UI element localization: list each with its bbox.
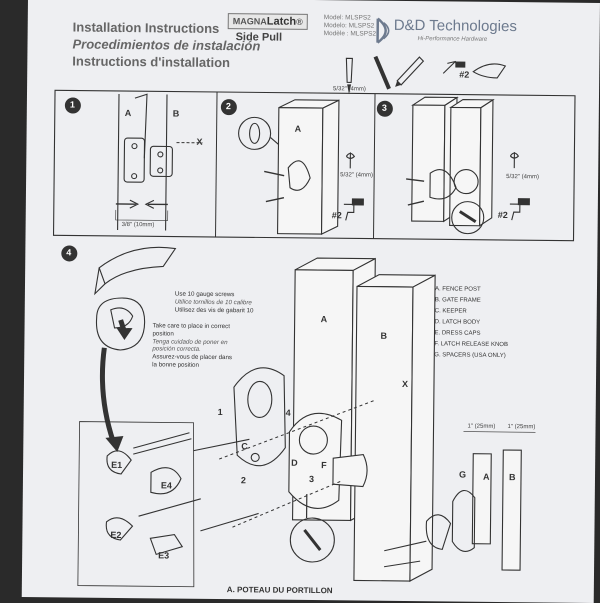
line-art xyxy=(52,17,576,588)
care-note-en: Take care to place in correct position xyxy=(152,322,231,338)
care-note: Take care to place in correct position T… xyxy=(152,322,236,369)
step4-illustration xyxy=(77,246,536,588)
frame-divider-1 xyxy=(215,91,218,237)
step1-illustration xyxy=(115,93,203,231)
care-note-fr: Assurez-vous de placer dans la bonne pos… xyxy=(152,353,233,369)
dd-logo-icon xyxy=(376,17,390,44)
legend-item: B. GATE FRAME xyxy=(434,297,481,304)
screws-note: Use 10 gauge screws Utilice tornillos de… xyxy=(175,291,254,315)
screws-note-fr: Utilisez des vis de gabarit 10 xyxy=(174,306,254,314)
step3-driver: #2 xyxy=(497,209,508,221)
part-label-x: X xyxy=(401,378,409,390)
part-number-1: 1 xyxy=(217,407,223,418)
parts-legend: A. FENCE POST B. GATE FRAME C. KEEPER D.… xyxy=(434,284,508,362)
part-label-b-small: B xyxy=(508,472,516,483)
part-label-b: B xyxy=(380,330,388,341)
frame-divider-2 xyxy=(373,93,376,239)
step2-badge xyxy=(220,99,237,116)
utility-knife-icon xyxy=(472,63,507,79)
step1-gap: 3/8" (10mm) xyxy=(121,221,155,229)
step1-label-b: B xyxy=(172,108,180,119)
step1-label-x: X xyxy=(196,136,203,147)
pencil-icon xyxy=(395,56,425,87)
part-label-e2: E2 xyxy=(110,529,122,541)
part-label-c: C xyxy=(241,441,248,452)
step4-badge xyxy=(61,245,78,262)
spacer-width-left: 1" (25mm) xyxy=(467,423,496,430)
step3-number: 3 xyxy=(381,102,387,113)
drill-bit-icon xyxy=(345,57,353,95)
part-label-a-small: A xyxy=(482,471,490,482)
care-note-es: Tenga cuidado de poner en posición corre… xyxy=(152,337,228,354)
legend-item: C. KEEPER xyxy=(434,308,467,315)
step3-drill: 5/32" (4mm) xyxy=(506,174,539,181)
step1-badge xyxy=(64,97,81,114)
wall-anchor-icon xyxy=(373,55,391,90)
step2-drill: 5/32" (4mm) xyxy=(340,172,374,179)
step2-illustration xyxy=(238,99,364,235)
part-label-e3: E3 xyxy=(158,550,170,561)
screws-note-es: Utilice tornillos de 10 calibre xyxy=(174,298,252,307)
legend-item: G. SPACERS (USA ONLY) xyxy=(434,352,506,360)
part-label-e1: E1 xyxy=(111,459,123,471)
legend-item: E. DRESS CAPS xyxy=(434,330,481,337)
part-label-a: A xyxy=(320,314,328,325)
step1-label-a: A xyxy=(124,108,132,119)
company-name: D&D Technologies Hi-Performance Hardware xyxy=(394,17,517,43)
spacer-width-right: 1" (25mm) xyxy=(507,424,536,431)
part-label-e4: E4 xyxy=(160,480,172,491)
instruction-sheet: Installation Instructions Procedimientos… xyxy=(21,0,600,603)
part-label-d: D xyxy=(291,457,298,468)
step3-badge xyxy=(376,100,393,117)
part-number-4: 4 xyxy=(285,407,291,418)
part-label-g: G xyxy=(458,469,467,480)
step3-illustration xyxy=(406,96,530,235)
part-label-f: F xyxy=(321,460,327,471)
step2-label-a: A xyxy=(294,123,302,134)
step2-number: 2 xyxy=(225,101,231,112)
screwdriver-icon xyxy=(442,60,466,74)
tool-driver-size: #2 xyxy=(459,69,470,80)
part-number-2: 2 xyxy=(240,475,247,486)
step4-number: 4 xyxy=(66,247,72,258)
tool-drill-size: 5/32" (4mm) xyxy=(333,86,366,93)
step1-number: 1 xyxy=(69,99,75,110)
step2-driver: #2 xyxy=(331,210,342,221)
part-number-3: 3 xyxy=(308,473,315,485)
legend-item: F. LATCH RELEASE KNOB xyxy=(434,341,509,349)
legend-item: A. FENCE POST xyxy=(434,286,481,293)
footer-text: A. POTEAU DU PORTILLON xyxy=(226,585,333,596)
company-tagline: Hi-Performance Hardware xyxy=(417,36,488,43)
legend-item: D. LATCH BODY xyxy=(434,319,481,326)
screws-note-en: Use 10 gauge screws xyxy=(174,290,235,299)
steps-1-3-frame xyxy=(52,89,576,242)
